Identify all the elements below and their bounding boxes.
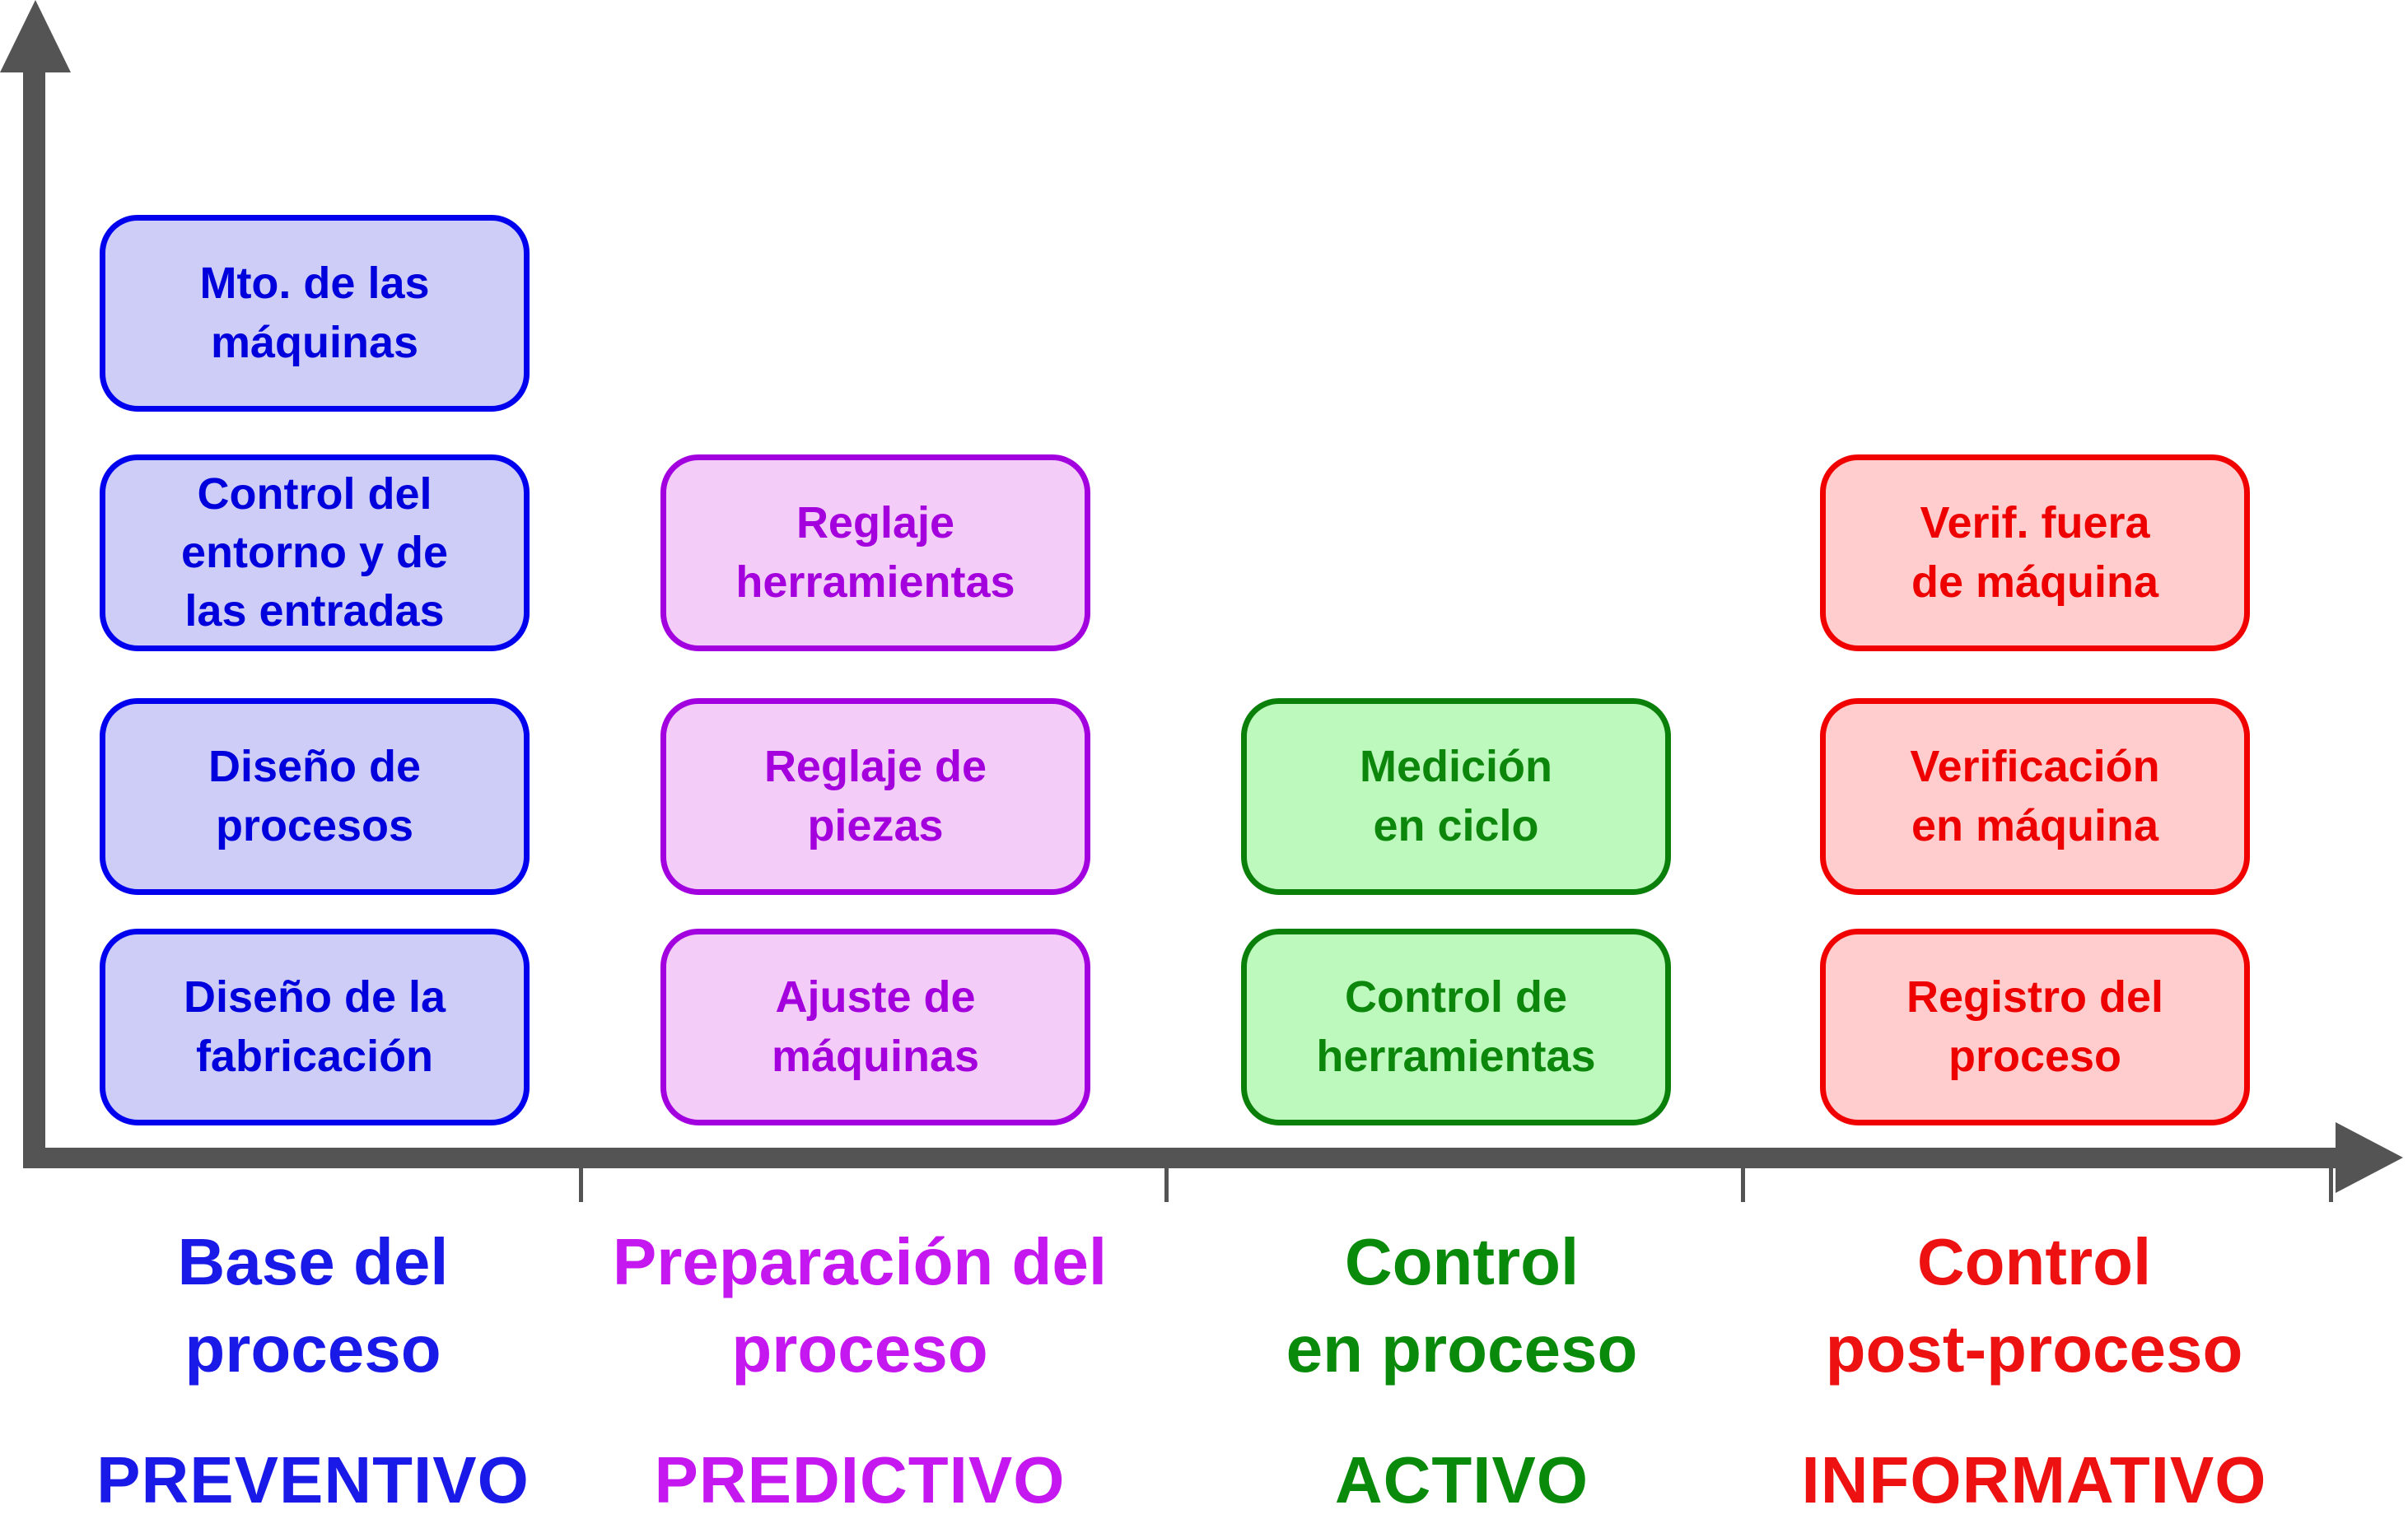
x-axis-tick-2 (1164, 1168, 1169, 1202)
category-label-control-en-proceso: Control en proceso (1286, 1225, 1638, 1386)
node-diseno-de-procesos: Diseño de procesos (100, 698, 530, 895)
node-reglaje-herramientas: Reglaje herramientas (660, 454, 1090, 651)
node-control-de-herramientas: Control de herramientas (1241, 929, 1671, 1125)
x-axis-tick-4 (2329, 1168, 2333, 1202)
node-verif-fuera-de-maquina: Verif. fuera de máquina (1820, 454, 2250, 651)
y-axis-arrowhead-icon (0, 0, 71, 72)
node-mto-de-las-maquinas: Mto. de las máquinas (100, 215, 530, 412)
node-verificacion-en-maquina: Verificación en máquina (1820, 698, 2250, 895)
type-label-preventivo: PREVENTIVO (96, 1443, 530, 1517)
category-label-preparacion-del-proceso: Preparación del proceso (612, 1225, 1108, 1386)
node-ajuste-de-maquinas: Ajuste de máquinas (660, 929, 1090, 1125)
x-axis-tick-3 (1741, 1168, 1745, 1202)
type-label-informativo: INFORMATIVO (1801, 1443, 2267, 1517)
x-axis-tick-1 (579, 1168, 583, 1202)
x-axis-arrowhead-icon (2336, 1122, 2403, 1193)
node-control-del-entorno: Control del entorno y de las entradas (100, 454, 530, 651)
node-registro-del-proceso: Registro del proceso (1820, 929, 2250, 1125)
type-label-activo: ACTIVO (1334, 1443, 1589, 1517)
type-label-predictivo: PREDICTIVO (654, 1443, 1066, 1517)
node-reglaje-de-piezas: Reglaje de piezas (660, 698, 1090, 895)
y-axis-line (23, 58, 45, 1167)
category-label-control-post-proceso: Control post-proceso (1825, 1225, 2243, 1386)
category-label-base-del-proceso: Base del proceso (177, 1225, 449, 1386)
x-axis-line (23, 1148, 2337, 1168)
node-medicion-en-ciclo: Medición en ciclo (1241, 698, 1671, 895)
node-diseno-de-la-fabricacion: Diseño de la fabricación (100, 929, 530, 1125)
